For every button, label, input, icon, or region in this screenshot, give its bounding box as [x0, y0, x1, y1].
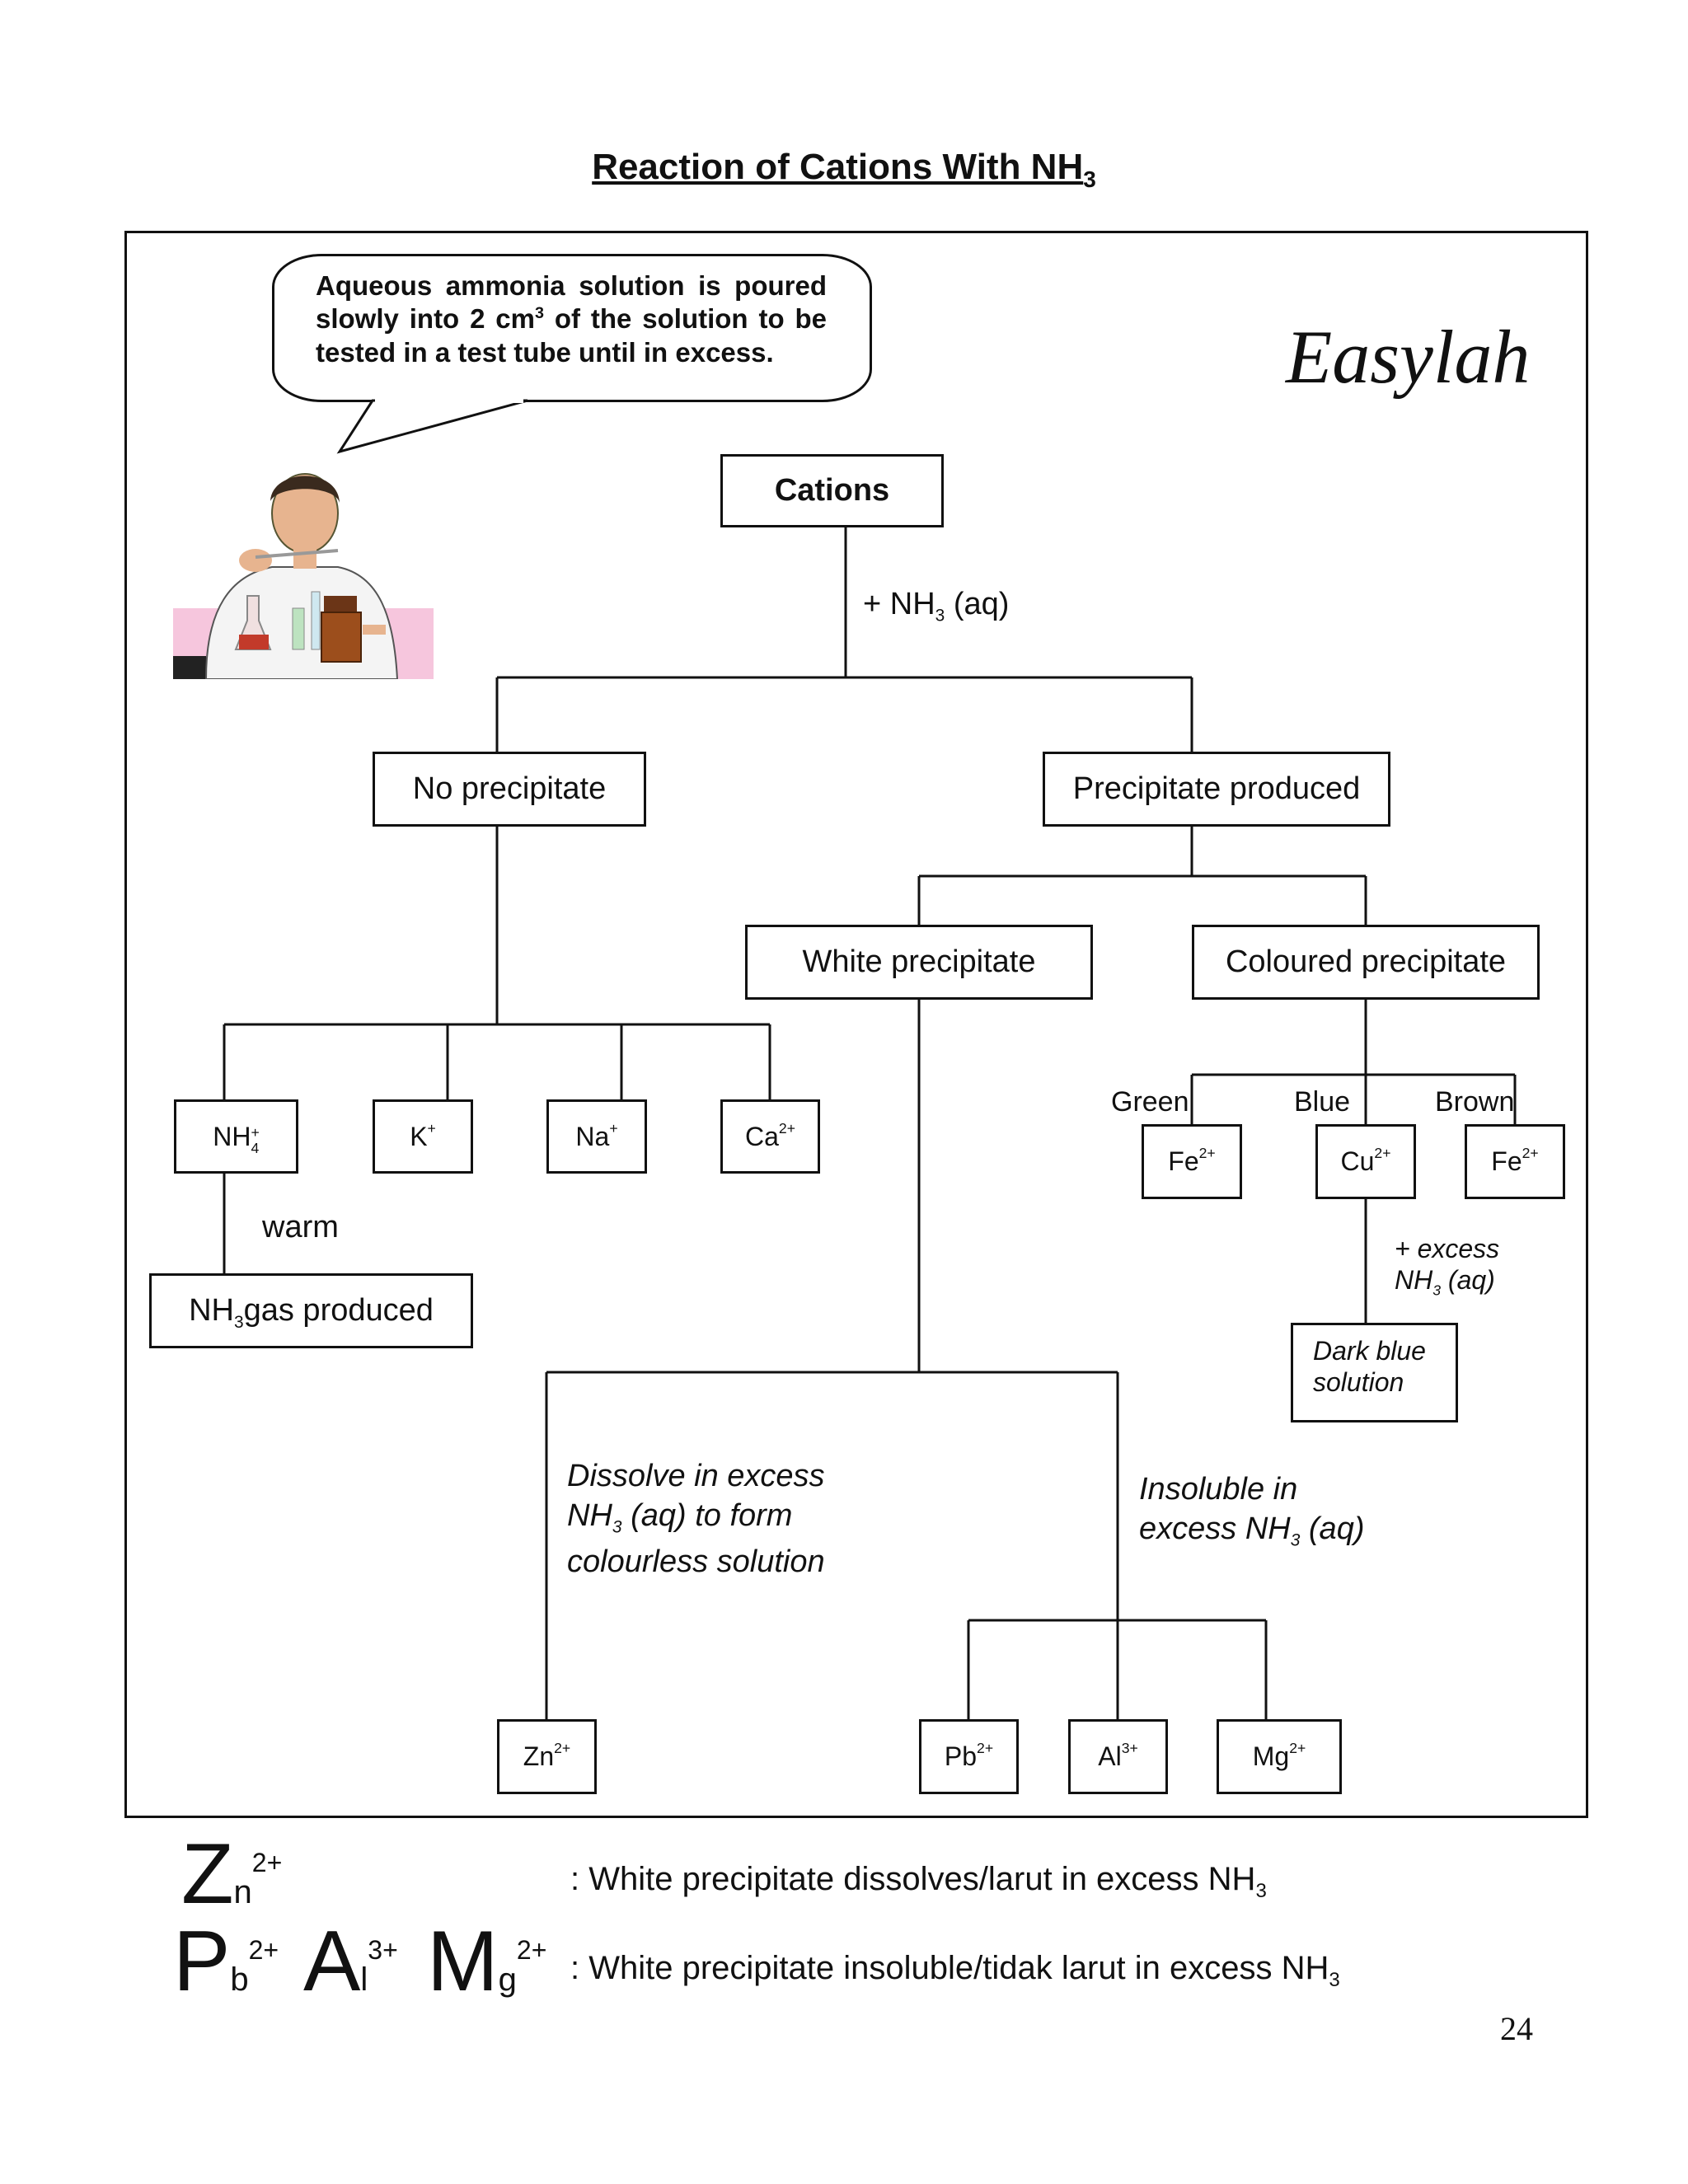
ion-box-nh4: NH+4: [174, 1099, 298, 1174]
excess-nh3-label: + excess NH3 (aq): [1395, 1234, 1500, 1299]
page-number: 24: [1500, 2010, 1533, 2047]
legend-ion-zn: Zn2+: [181, 1826, 283, 1922]
speech-bubble: [272, 254, 872, 402]
page-title: Reaction of Cations With NH3: [592, 147, 1096, 192]
reagent-label: + NH3 (aq): [863, 587, 1010, 626]
precipitate-produced-box: Precipitate produced: [1043, 752, 1390, 827]
no-precipitate-box: No precipitate: [373, 752, 646, 827]
ion-box-k: K+: [373, 1099, 473, 1174]
insoluble-label: Insoluble in excess NH3 (aq): [1139, 1472, 1365, 1550]
legend-ion-mg: Mg2+: [427, 1914, 547, 2009]
blue-label: Blue: [1294, 1086, 1351, 1118]
brown-label: Brown: [1435, 1086, 1515, 1118]
legend-ion-al: Al3+: [303, 1914, 398, 2009]
brand-logo: Easylah: [1286, 315, 1531, 399]
speech-bubble-text: Aqueous ammonia solution is poured slowl…: [316, 270, 827, 368]
scientist-illustration: [173, 473, 434, 679]
warm-label: warm: [262, 1210, 339, 1244]
white-precipitate-box: White precipitate: [745, 925, 1093, 1000]
legend-text-insoluble: : White precipitate insoluble/tidak laru…: [570, 1950, 1340, 1991]
diagram-frame: [124, 231, 1588, 1818]
ion-box-na: Na+: [546, 1099, 647, 1174]
legend-ion-pb: Pb2+: [173, 1914, 279, 2009]
coloured-precipitate-box: Coloured precipitate: [1192, 925, 1540, 1000]
cations-box: Cations: [720, 454, 944, 527]
dissolve-label: Dissolve in excess NH3 (aq) to form colo…: [567, 1459, 825, 1580]
legend-text-dissolves: : White precipitate dissolves/larut in e…: [570, 1861, 1267, 1902]
green-label: Green: [1111, 1086, 1189, 1118]
